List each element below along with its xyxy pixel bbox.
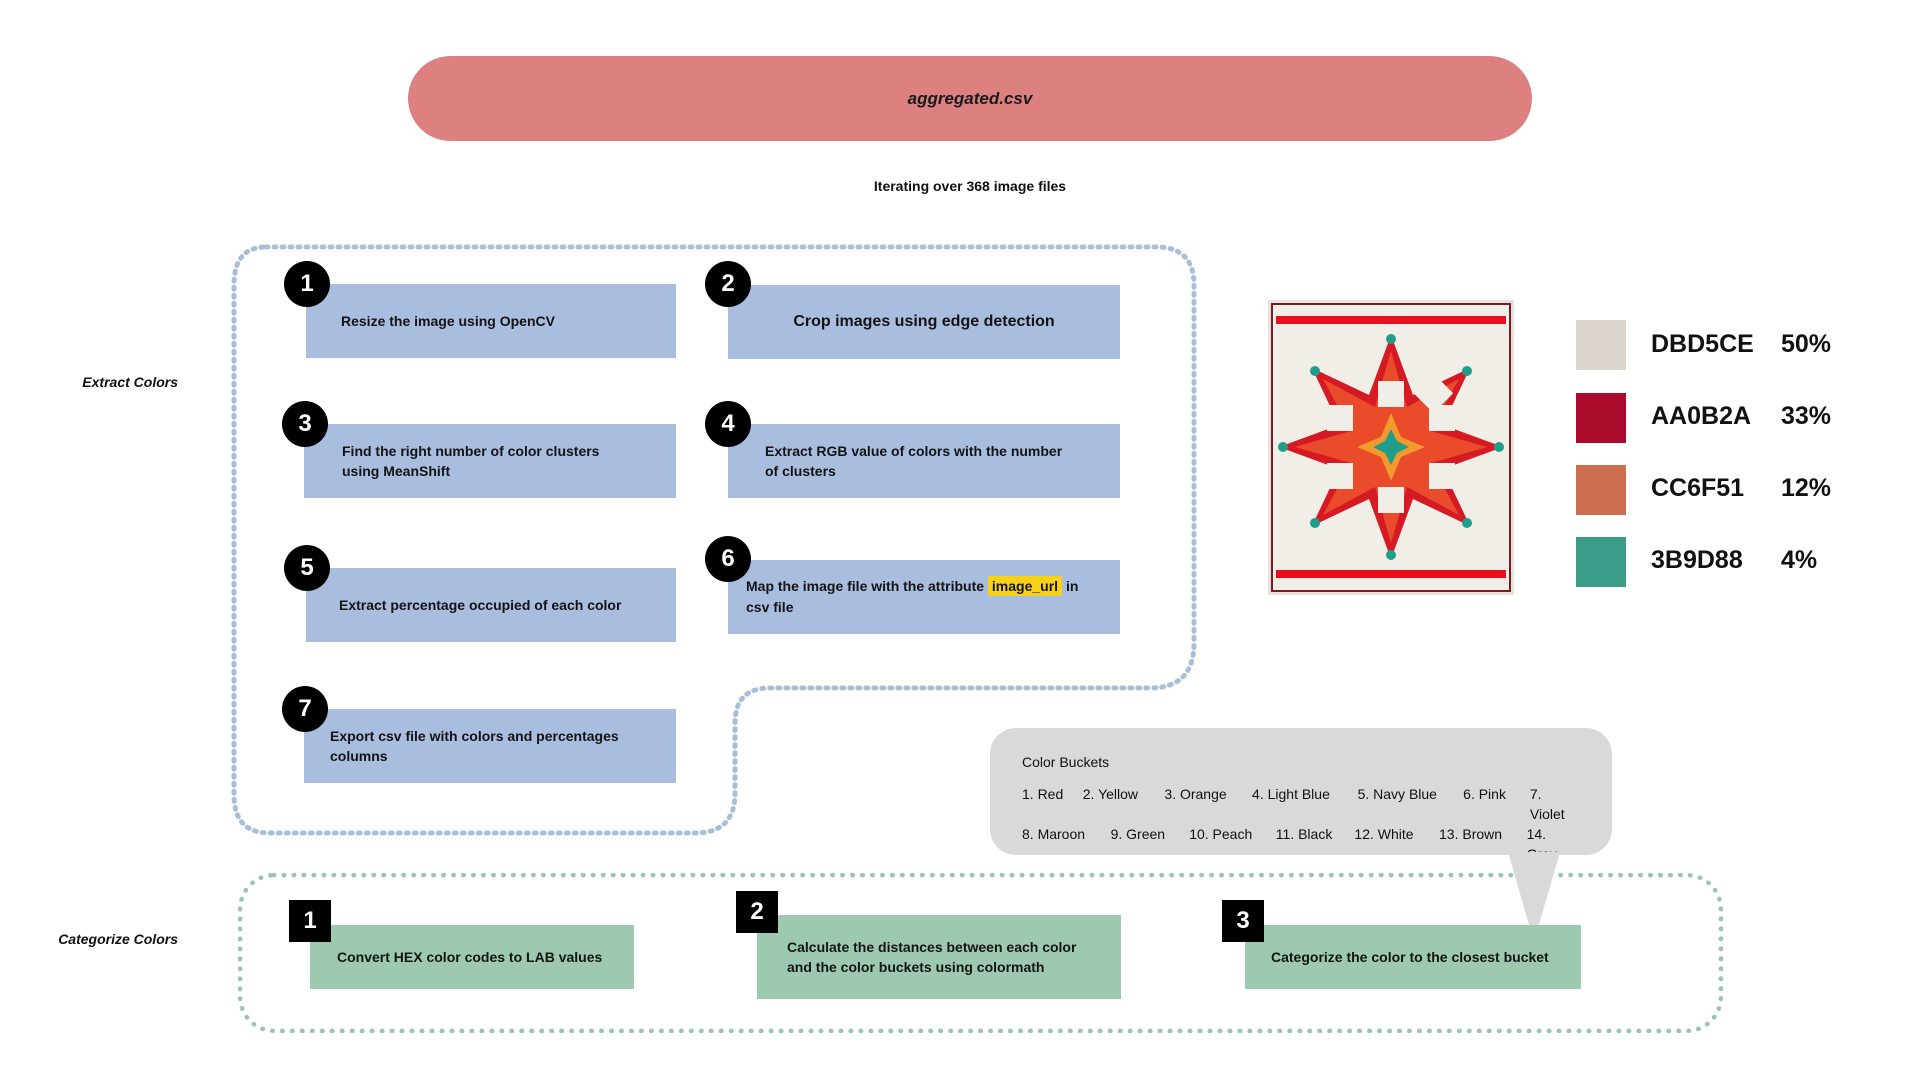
extract-step-4: Extract RGB value of colors with the num… <box>728 424 1120 498</box>
hex-code: AA0B2A <box>1651 402 1752 430</box>
categorize-colors-frame <box>238 873 1723 1033</box>
bucket-item: 13. Brown <box>1439 826 1503 842</box>
categorize-step-1-text: Convert HEX color codes to LAB values <box>337 949 603 965</box>
bucket-item: 1. Red <box>1022 786 1064 802</box>
bucket-item: 4. Light Blue <box>1252 786 1330 802</box>
bucket-item: 9. Green <box>1110 826 1166 842</box>
hex-code: DBD5CE <box>1651 330 1754 358</box>
extract-step-5-text: Extract percentage occupied of each colo… <box>339 597 622 613</box>
bucket-row-2: 8. Maroon 9. Green 10. Peach 11. Black 1… <box>1022 824 1580 864</box>
percentage: 33% <box>1781 402 1832 430</box>
hex-code: 3B9D88 <box>1651 546 1743 574</box>
bucket-item: 12. White <box>1354 826 1414 842</box>
iteration-note: Iterating over 368 image files <box>873 178 1067 194</box>
callout-pointer <box>1508 852 1560 942</box>
color-buckets-callout: Color Buckets 1. Red 2. Yellow 3. Orange… <box>990 728 1612 862</box>
bucket-item: 7. Violet <box>1529 786 1565 822</box>
step-number-badge: 6 <box>705 536 751 582</box>
categorize-colors-label: Categorize Colors <box>58 931 178 947</box>
extract-step-1-text: Resize the image using OpenCV <box>341 313 555 329</box>
extract-step-2: Crop images using edge detection <box>728 285 1120 359</box>
step-number-badge: 2 <box>736 891 778 933</box>
extract-step-4-text: Extract RGB value of colors with the num… <box>765 443 1063 479</box>
bucket-item: 8. Maroon <box>1022 826 1086 842</box>
extract-step-3: Find the right number of color clusters … <box>304 424 676 498</box>
step-number-badge: 3 <box>1222 900 1264 942</box>
bucket-item: 11. Black <box>1275 826 1333 842</box>
swatch-1 <box>1576 320 1626 370</box>
bucket-item: 3. Orange <box>1164 786 1227 802</box>
hex-code: CC6F51 <box>1651 474 1745 502</box>
extract-colors-frame <box>231 244 1197 836</box>
bucket-row-1: 1. Red 2. Yellow 3. Orange 4. Light Blue… <box>1022 784 1580 824</box>
categorize-step-2: Calculate the distances between each col… <box>757 915 1121 999</box>
step-number-badge: 7 <box>282 686 328 732</box>
extract-step-6-text: Map the image file with the attribute im… <box>746 576 1079 615</box>
step-number-badge: 3 <box>282 401 328 447</box>
output-file-name: aggregated.csv <box>907 88 1033 108</box>
bucket-item: 5. Navy Blue <box>1357 786 1437 802</box>
step-number-badge: 1 <box>289 900 331 942</box>
step-number-badge: 2 <box>705 261 751 307</box>
extract-step-2-text: Crop images using edge detection <box>793 313 1055 330</box>
extract-colors-label: Extract Colors <box>82 374 178 390</box>
bucket-item: 6. Pink <box>1463 786 1506 802</box>
step-number-badge: 1 <box>284 261 330 307</box>
extract-step-1: Resize the image using OpenCV <box>306 284 676 358</box>
categorize-step-1: Convert HEX color codes to LAB values <box>310 925 634 989</box>
bucket-item: 2. Yellow <box>1082 786 1139 802</box>
extract-step-7: Export csv file with colors and percenta… <box>304 709 676 783</box>
step-number-badge: 5 <box>284 545 330 591</box>
image-url-highlight: image_url <box>987 576 1063 596</box>
swatch-4 <box>1576 537 1626 587</box>
color-buckets-title: Color Buckets <box>1022 754 1110 770</box>
bucket-item: 10. Peach <box>1189 826 1253 842</box>
percentage: 4% <box>1781 546 1818 574</box>
step-number-badge: 4 <box>705 401 751 447</box>
percentage: 12% <box>1781 474 1832 502</box>
output-file-pill: aggregated.csv <box>408 56 1532 141</box>
extract-step-3-text: Find the right number of color clusters … <box>342 443 600 479</box>
swatch-2 <box>1576 393 1626 443</box>
extract-step-6: Map the image file with the attribute im… <box>728 560 1120 634</box>
categorize-step-3: Categorize the color to the closest buck… <box>1245 925 1581 989</box>
percentage: 50% <box>1781 330 1832 358</box>
extract-step-5: Extract percentage occupied of each colo… <box>306 568 676 642</box>
quilt-image <box>1268 300 1514 595</box>
extract-step-7-text: Export csv file with colors and percenta… <box>330 728 619 764</box>
categorize-step-3-text: Categorize the color to the closest buck… <box>1271 949 1549 965</box>
categorize-step-2-text: Calculate the distances between each col… <box>787 939 1077 975</box>
swatch-3 <box>1576 465 1626 515</box>
